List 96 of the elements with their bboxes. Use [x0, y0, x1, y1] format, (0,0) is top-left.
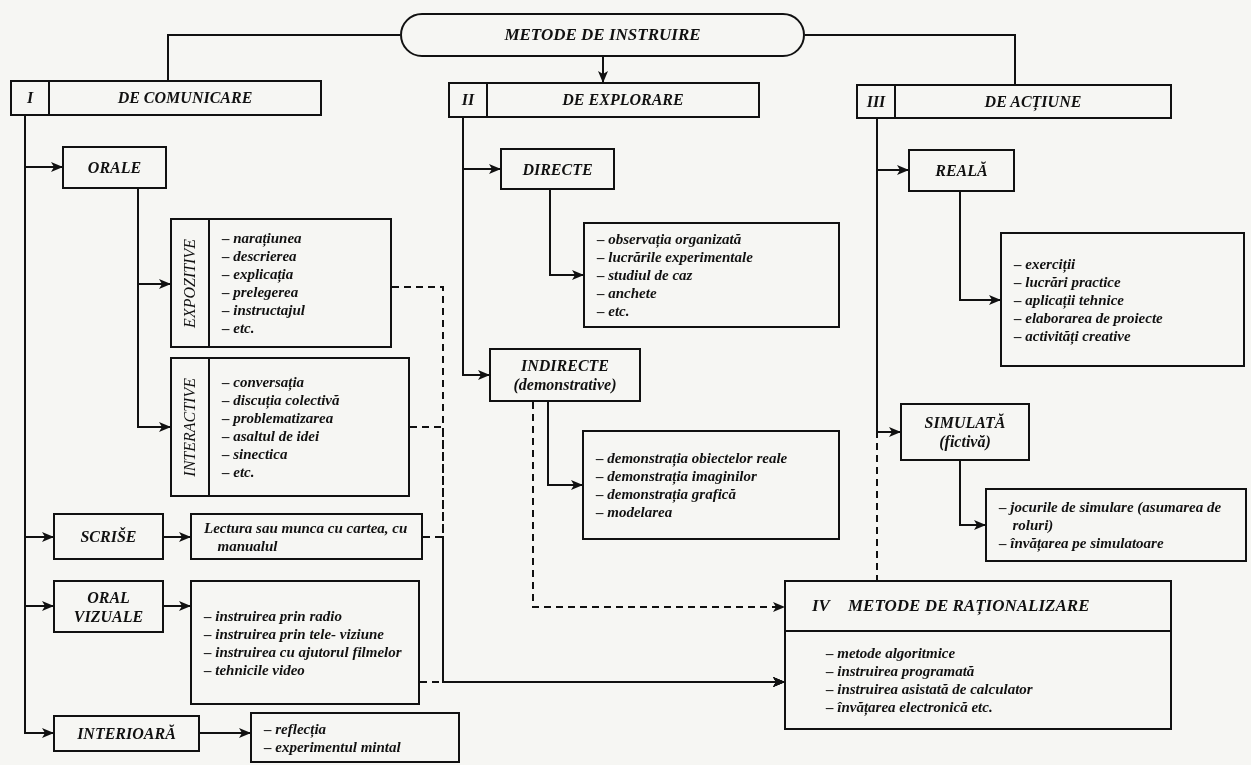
root-terminal — [400, 13, 805, 57]
arrow — [137, 188, 171, 432]
list-item: – tehnicile video — [204, 660, 306, 679]
list-item: – asaltul de idei — [222, 427, 321, 445]
roman-numeral: IV — [812, 596, 830, 616]
list-item: – experimentul mintal — [264, 738, 402, 756]
list-item: – etc. — [222, 463, 256, 481]
list-item: – demonstrația imaginilor — [596, 467, 758, 485]
roman-numeral: I — [26, 89, 34, 107]
list-item: – discuția colectivă — [222, 391, 341, 409]
method-box — [53, 715, 200, 752]
arrow — [532, 401, 785, 612]
method-box — [908, 149, 1015, 192]
arrow — [549, 189, 584, 280]
list-item: – instructajul — [222, 301, 306, 319]
node-label: DIRECTE — [522, 159, 593, 179]
vertical-label: EXPOZITIVE — [181, 238, 199, 328]
arrow — [959, 191, 1001, 305]
node-label: ORALE — [87, 158, 142, 177]
list-item: – studiul de caz — [597, 266, 694, 284]
arrow — [163, 532, 191, 542]
method-box — [489, 348, 641, 402]
category-box — [10, 80, 322, 116]
arrow — [199, 728, 251, 738]
list-item: – instruirea cu ajutorul filmelor — [204, 642, 403, 661]
list-item: – explicația — [222, 265, 295, 283]
list-item: – sinectica — [222, 445, 289, 463]
list-item: – modelarea — [596, 503, 674, 521]
method-box — [900, 403, 1030, 461]
list-item: – reflecția — [264, 719, 328, 738]
method-group-box — [170, 357, 410, 497]
node-label: DE ACȚIUNE — [984, 92, 1082, 111]
node-label: (demonstrative) — [513, 375, 617, 394]
method-box — [500, 148, 615, 190]
list-item: – lucrări practice — [1014, 273, 1122, 291]
list-box — [1000, 232, 1245, 367]
list-item: – instruirea asistată de calculator — [826, 680, 1034, 698]
list-box — [190, 513, 423, 560]
list-item: – instruirea prin tele- viziune — [204, 624, 386, 643]
node-label: METODE DE INSTRUIRE — [504, 25, 701, 45]
list-item: – descrierea — [222, 247, 298, 265]
list-item: Lectura sau munca cu cartea, cu manualul — [204, 519, 409, 555]
node-label: SIMULATĂ — [924, 413, 1006, 432]
list-item: – demonstrația grafică — [596, 485, 737, 503]
list-box — [583, 222, 840, 328]
list-item: – narațiunea — [222, 229, 303, 247]
list-item: – învățarea pe simulatoare — [999, 534, 1165, 552]
list-item: – etc. — [222, 319, 256, 337]
method-box — [53, 580, 164, 633]
list-item: – jocurile de simulare (asumarea de roluri) — [999, 498, 1223, 534]
arrow — [598, 56, 608, 83]
list-item: – lucrările experimentale — [597, 248, 754, 266]
node-label: REALĂ — [935, 161, 988, 180]
list-item: – prelegerea — [222, 283, 300, 301]
node-label: DE COMUNICARE — [117, 89, 253, 107]
list-item: – aplicații tehnice — [1014, 290, 1125, 309]
list-item: – conversația — [222, 373, 306, 391]
list-item: – anchete — [597, 284, 658, 302]
roman-numeral: III — [866, 92, 886, 111]
arrow — [462, 117, 490, 380]
list-item: – etc. — [597, 302, 631, 320]
category-box — [856, 84, 1172, 119]
list-box — [985, 488, 1247, 562]
connector-line — [167, 34, 401, 81]
arrow — [959, 460, 986, 530]
arrow — [163, 601, 191, 611]
category-box — [448, 82, 760, 118]
list-item: – observația organizată — [597, 230, 743, 248]
roman-numeral: II — [461, 91, 475, 109]
list-item: – activități creative — [1014, 326, 1132, 345]
list-box — [582, 430, 840, 540]
list-item: – elaborarea de proiecte — [1014, 309, 1164, 327]
list-box — [250, 712, 460, 763]
method-box — [62, 146, 167, 189]
node-label: ORAL VIZUALE — [72, 587, 145, 626]
connector-line — [804, 34, 1016, 85]
list-item: – exerciții — [1014, 254, 1077, 273]
node-label: INDIRECTE — [521, 356, 609, 375]
list-item: – învățarea electronică etc. — [826, 698, 994, 716]
node-label: METODE DE RAȚIONALIZARE — [847, 596, 1090, 616]
list-item: – instruirea prin radio — [204, 606, 343, 625]
category-box — [784, 580, 1172, 730]
method-group-box — [170, 218, 392, 348]
method-box — [53, 513, 164, 560]
node-label: DE EXPLORARE — [562, 91, 684, 109]
node-label: SCRIŠE — [80, 527, 137, 546]
list-item: – instruirea programată — [826, 662, 976, 680]
list-box — [190, 580, 420, 705]
node-label: INTERIOARĂ — [77, 724, 176, 743]
node-label: (fictivă) — [939, 432, 991, 451]
list-item: – problematizarea — [222, 409, 335, 427]
list-item: – metode algoritmice — [826, 644, 957, 662]
vertical-label: INTERACTIVE — [181, 377, 199, 477]
arrow — [419, 677, 785, 687]
list-item: – demonstrația obiectelor reale — [596, 449, 789, 467]
arrow — [547, 401, 583, 490]
